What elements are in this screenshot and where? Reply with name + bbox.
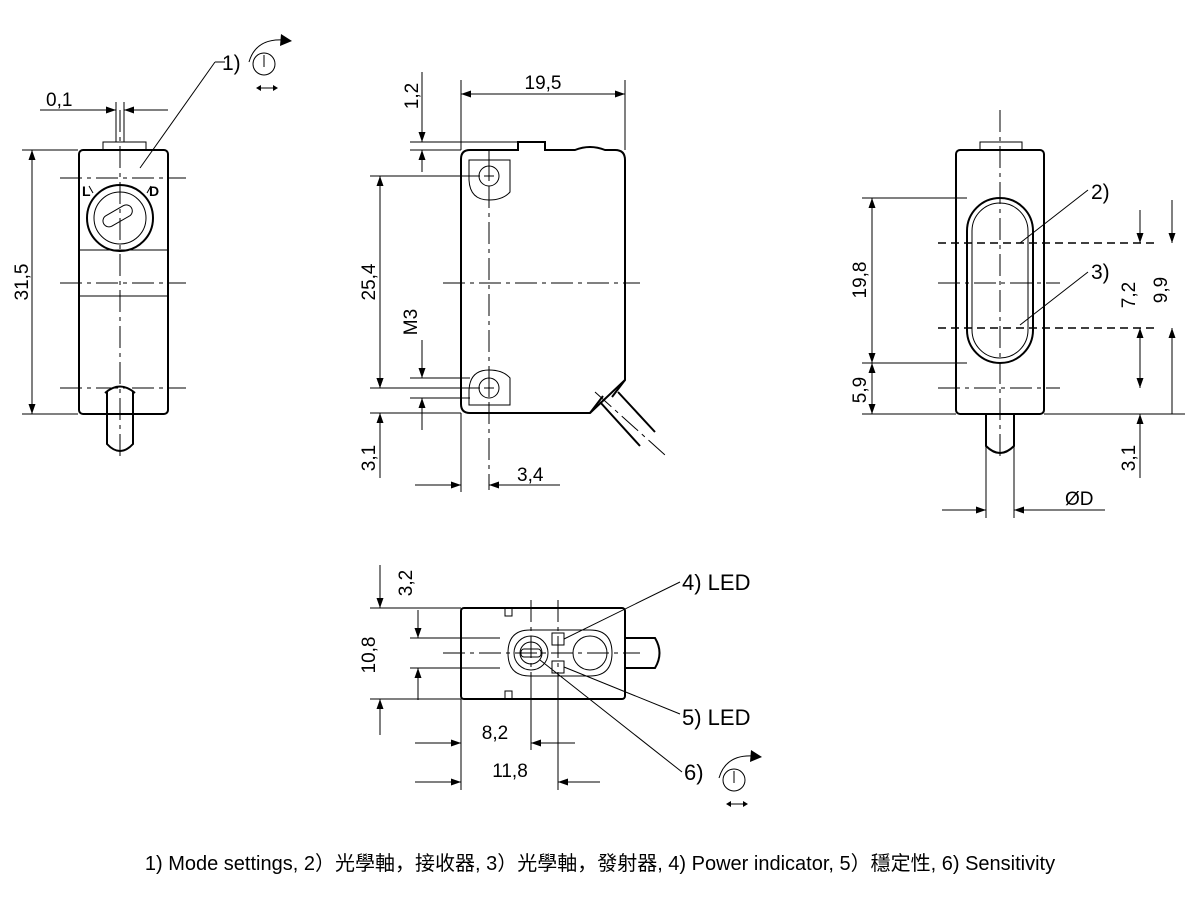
rotary-knob-icon xyxy=(248,34,292,91)
dim-7-2: 7,2 xyxy=(1119,282,1140,308)
side-view xyxy=(22,61,225,460)
switch-letter-left: L xyxy=(82,183,91,199)
dim-3-1-front: 3,1 xyxy=(359,445,380,471)
dim-3-2: 3,2 xyxy=(396,570,417,596)
dim-31-5: 31,5 xyxy=(12,264,33,301)
bottom-view xyxy=(370,565,683,790)
dim-25-4: 25,4 xyxy=(359,263,380,300)
dim-11-8: 11,8 xyxy=(492,761,528,782)
dim-3-1-right: 3,1 xyxy=(1119,445,1140,471)
dim-3-4: 3,4 xyxy=(517,465,544,486)
callout-3: 3) xyxy=(1091,261,1110,284)
front-view xyxy=(370,72,666,492)
callout-2: 2) xyxy=(1091,181,1110,204)
legend-caption: 1) Mode settings, 2）光學軸，接收器, 3）光學軸，發射器, … xyxy=(144,853,1056,875)
dim-0-1: 0,1 xyxy=(46,90,72,111)
dim-10-8: 10,8 xyxy=(359,637,380,674)
callout-5-led: 5) LED xyxy=(682,705,750,730)
dim-8-2: 8,2 xyxy=(482,723,508,744)
dim-5-9: 5,9 xyxy=(850,377,871,403)
dim-m3: M3 xyxy=(401,309,422,335)
right-view xyxy=(862,110,1185,518)
rotary-knob-icon xyxy=(718,750,762,807)
dim-phi-d: ØD xyxy=(1065,489,1094,510)
dim-9-9: 9,9 xyxy=(1151,277,1172,303)
callout-1: 1) xyxy=(222,52,241,75)
dim-19-5: 19,5 xyxy=(525,73,562,94)
callout-4-led: 4) LED xyxy=(682,570,750,595)
callout-6: 6) xyxy=(684,760,704,785)
switch-letter-right: D xyxy=(149,183,159,199)
dim-19-8: 19,8 xyxy=(850,262,871,299)
dim-1-2: 1,2 xyxy=(402,83,423,109)
